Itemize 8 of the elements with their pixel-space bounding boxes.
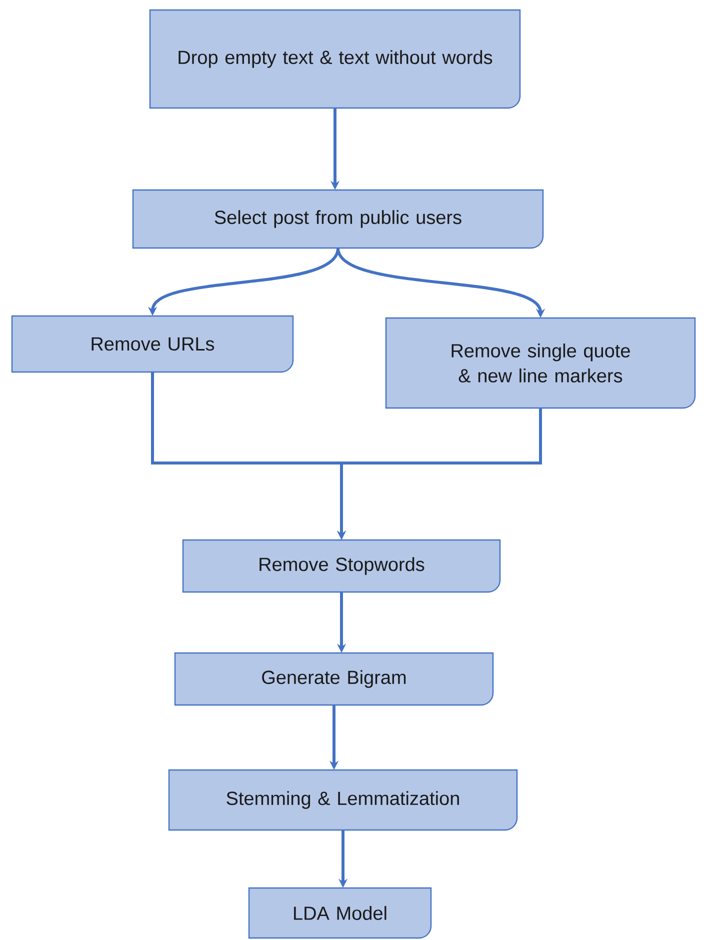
process-box: Remove single quote & new line markers: [385, 317, 696, 409]
process-box: Stemming & Lemmatization: [168, 769, 518, 831]
process-box: Generate Bigram: [174, 652, 494, 706]
process-box: Remove URLs: [11, 315, 294, 373]
process-box: Remove Stopwords: [182, 539, 501, 593]
process-box: LDA Model: [248, 887, 432, 939]
process-box: Select post from public users: [132, 189, 544, 249]
process-box: Drop empty text & text without words: [149, 9, 521, 109]
